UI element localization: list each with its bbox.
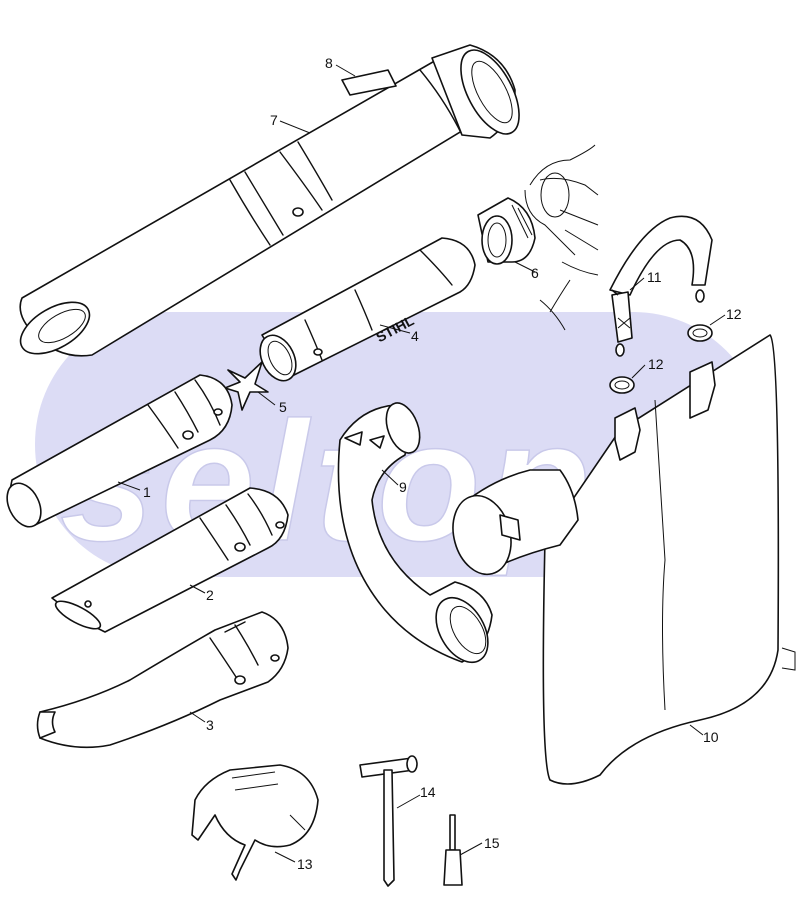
callout-7: 7	[270, 112, 278, 128]
callouts: 8 7 6 4 5 1 2 3 9 10 11 12 12 13 14 15	[143, 55, 742, 872]
callout-2: 2	[206, 587, 214, 603]
leader-lines	[117, 64, 726, 863]
callout-13: 13	[297, 856, 313, 872]
callout-12-upper: 12	[726, 306, 742, 322]
callout-1: 1	[143, 484, 151, 500]
part-1-round-nozzle	[6, 374, 233, 528]
callout-12-lower: 12	[648, 356, 664, 372]
part-11-shoulder-strap	[609, 215, 713, 357]
callout-10: 10	[703, 729, 719, 745]
part-6-coupling-ring	[477, 197, 536, 265]
blower-unit-outline	[524, 144, 599, 331]
callout-14: 14	[420, 784, 436, 800]
callout-4: 4	[411, 328, 419, 344]
part-8-label	[341, 69, 397, 96]
callout-11: 11	[647, 269, 662, 285]
callout-15: 15	[484, 835, 500, 851]
callout-3: 3	[206, 717, 214, 733]
part-10-collection-bag	[452, 334, 796, 785]
callout-9: 9	[399, 479, 407, 495]
part-9-elbow	[337, 402, 493, 664]
part-2-flat-nozzle	[51, 487, 289, 633]
part-12-ring	[609, 324, 713, 394]
part-3-curved-nozzle	[36, 611, 289, 749]
part-14-t-wrench	[359, 755, 418, 887]
part-15-screwdriver	[443, 814, 463, 886]
callout-8: 8	[325, 55, 333, 71]
callout-5: 5	[279, 399, 287, 415]
part-13-safety-glasses	[191, 764, 319, 881]
part-7-collar	[431, 44, 520, 139]
part-5-wing-insert	[224, 361, 269, 411]
callout-6: 6	[531, 265, 539, 281]
